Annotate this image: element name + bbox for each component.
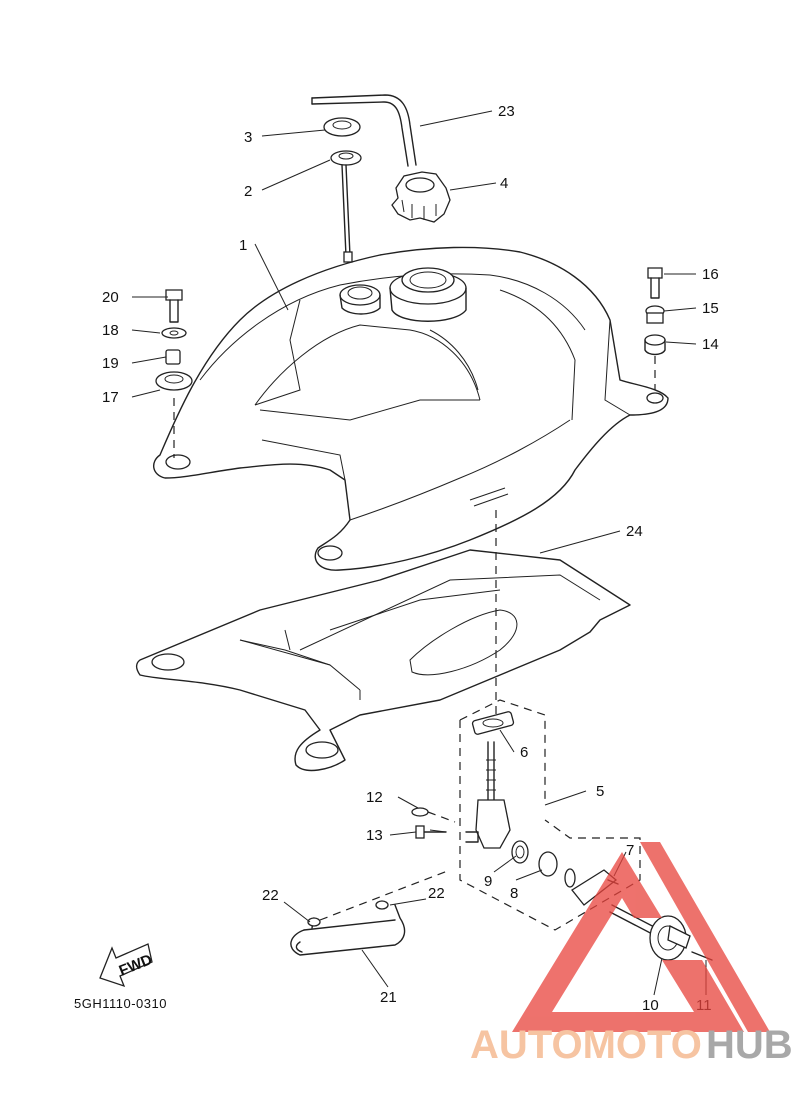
fuel-tank bbox=[153, 246, 669, 571]
callout-9: 9 bbox=[484, 873, 492, 890]
fwd-arrow-icon: FWD bbox=[99, 943, 155, 988]
callout-4: 4 bbox=[500, 175, 508, 192]
callout-6: 6 bbox=[520, 744, 528, 761]
callout-15: 15 bbox=[702, 300, 719, 317]
callout-10: 10 bbox=[642, 997, 659, 1014]
watermark-text-hub: HUB bbox=[706, 1023, 793, 1067]
diagram-code: 5GH1110-0310 bbox=[74, 996, 167, 1011]
callout-12: 12 bbox=[366, 789, 383, 806]
callout-labels: 3 2 1 23 4 20 18 19 17 16 15 14 24 6 5 1… bbox=[102, 103, 719, 1014]
callout-5: 5 bbox=[596, 783, 604, 800]
callout-14: 14 bbox=[702, 336, 719, 353]
leader-lines bbox=[131, 110, 707, 996]
callout-22-left: 22 bbox=[262, 887, 279, 904]
fuel-cap bbox=[391, 171, 451, 223]
callout-3: 3 bbox=[244, 129, 252, 146]
callout-18: 18 bbox=[102, 322, 119, 339]
callout-1: 1 bbox=[239, 237, 247, 254]
breather-hose bbox=[311, 94, 417, 167]
petcock-screw-washer bbox=[411, 807, 456, 839]
automotohub-watermark: AUTOMOTO HUB bbox=[470, 842, 793, 1067]
fuel-petcock bbox=[465, 711, 713, 961]
fuel-gauge bbox=[330, 150, 362, 263]
left-mount-hardware bbox=[155, 289, 193, 458]
callout-23: 23 bbox=[498, 103, 515, 120]
fuel-hose bbox=[290, 869, 451, 956]
callout-7: 7 bbox=[626, 842, 634, 859]
callout-19: 19 bbox=[102, 355, 119, 372]
callout-22-right: 22 bbox=[428, 885, 445, 902]
callout-16: 16 bbox=[702, 266, 719, 283]
callout-17: 17 bbox=[102, 389, 119, 406]
callout-21: 21 bbox=[380, 989, 397, 1006]
callout-2: 2 bbox=[244, 183, 252, 200]
gauge-cap-ring bbox=[323, 117, 361, 137]
callout-13: 13 bbox=[366, 827, 383, 844]
tank-tray bbox=[135, 549, 631, 772]
callout-24: 24 bbox=[626, 523, 643, 540]
right-mount-hardware bbox=[644, 267, 666, 390]
callout-8: 8 bbox=[510, 885, 518, 902]
callout-20: 20 bbox=[102, 289, 119, 306]
watermark-text-automoto: AUTOMOTO bbox=[470, 1023, 702, 1067]
